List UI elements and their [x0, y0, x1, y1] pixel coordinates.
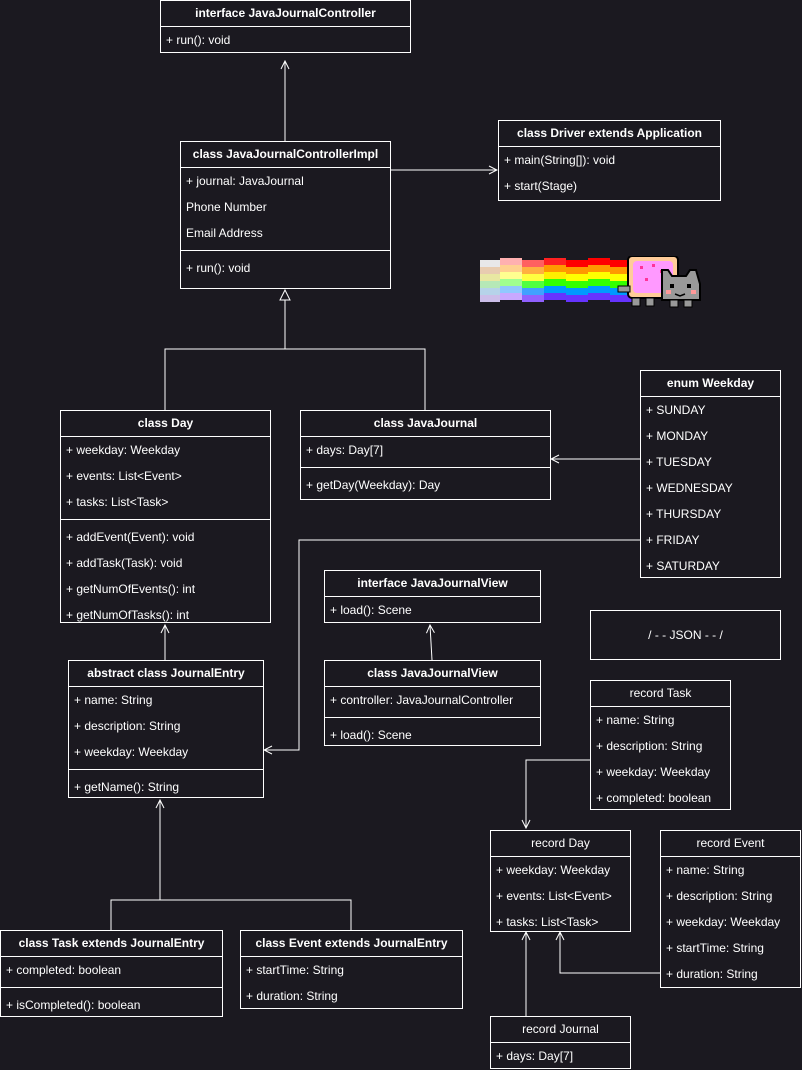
member: + startTime: String [246, 963, 344, 977]
method: + isCompleted(): boolean [6, 998, 141, 1012]
field: + tasks: List<Task> [66, 495, 169, 509]
field: + events: List<Event> [66, 469, 182, 483]
member: + description: String [666, 889, 773, 903]
task-to-entry-line [110, 899, 160, 930]
divider [181, 250, 390, 251]
field: + weekday: Weekday [66, 443, 181, 457]
json-note: / - - JSON - - / [590, 610, 781, 660]
revent-to-rday-arrow [560, 932, 660, 974]
method: + getNumOfEvents(): int [66, 582, 196, 596]
member: + name: String [666, 863, 745, 877]
divider [61, 519, 270, 520]
method: + run(): void [186, 261, 251, 275]
task-class-box: class Task extends JournalEntry + comple… [0, 930, 223, 1017]
event-to-entry-line [160, 899, 352, 930]
member: + days: Day[7] [496, 1049, 574, 1063]
field: + controller: JavaJournalController [330, 693, 514, 707]
method: + getNumOfTasks(): int [66, 608, 190, 622]
controller-interface-box: interface JavaJournalController + run():… [160, 0, 411, 53]
record-day-box: record Day + weekday: Weekday + events: … [490, 830, 631, 932]
class-title: record Event [661, 831, 800, 857]
field: + days: Day[7] [306, 443, 384, 457]
method: + load(): Scene [330, 728, 412, 742]
member: + start(Stage) [504, 179, 578, 193]
member: + weekday: Weekday [596, 765, 711, 779]
member: + startTime: String [666, 941, 764, 955]
class-title: enum Weekday [641, 371, 780, 397]
field: + name: String [74, 693, 153, 707]
member: + tasks: List<Task> [496, 915, 599, 929]
class-title: class JavaJournal [301, 411, 550, 437]
class-title: class Day [61, 411, 270, 437]
enum-value: + SATURDAY [646, 559, 720, 573]
day-class-box: class Day + weekday: Weekday + events: L… [60, 410, 271, 623]
class-title: abstract class JournalEntry [69, 661, 263, 687]
member: + events: List<Event> [496, 889, 612, 903]
class-title: class JavaJournalControllerImpl [181, 142, 390, 168]
member: + weekday: Weekday [496, 863, 611, 877]
view-to-iface-arrow [430, 625, 432, 661]
divider [325, 717, 540, 718]
member: + name: String [596, 713, 675, 727]
field: + completed: boolean [6, 963, 122, 977]
record-journal-box: record Journal + days: Day[7] [490, 1016, 631, 1069]
member: + duration: String [246, 989, 338, 1003]
member: + load(): Scene [330, 603, 412, 617]
class-title: class Task extends JournalEntry [1, 931, 222, 957]
weekday-to-entry-arrow [264, 539, 640, 750]
member: + weekday: Weekday [666, 915, 781, 929]
event-class-box: class Event extends JournalEntry + start… [240, 930, 463, 1009]
method: + getDay(Weekday): Day [306, 478, 441, 492]
field: Phone Number [186, 200, 267, 214]
weekday-enum-box: enum Weekday + SUNDAY + MONDAY + TUESDAY… [640, 370, 781, 578]
driver-box: class Driver extends Application + main(… [498, 120, 721, 201]
member: + main(String[]): void [504, 153, 616, 167]
day-to-impl-line [164, 348, 285, 410]
enum-value: + FRIDAY [646, 533, 700, 547]
field: + journal: JavaJournal [186, 174, 304, 188]
field: + weekday: Weekday [74, 745, 189, 759]
method: + addTask(Task): void [66, 556, 183, 570]
journal-class-box: class JavaJournal + days: Day[7] + getDa… [300, 410, 551, 500]
class-title: record Task [591, 681, 730, 707]
member: + completed: boolean [596, 791, 712, 805]
method: + getName(): String [74, 780, 180, 794]
controller-impl-box: class JavaJournalControllerImpl + journa… [180, 141, 391, 289]
class-title: class Driver extends Application [499, 121, 720, 147]
divider [1, 987, 222, 988]
divider [301, 467, 550, 468]
enum-value: + SUNDAY [646, 403, 706, 417]
field: Email Address [186, 226, 263, 240]
class-title: record Journal [491, 1017, 630, 1043]
enum-value: + MONDAY [646, 429, 709, 443]
class-title: interface JavaJournalController [161, 1, 410, 27]
record-task-box: record Task + name: String + description… [590, 680, 731, 810]
enum-value: + TUESDAY [646, 455, 712, 469]
class-title: class JavaJournalView [325, 661, 540, 687]
journal-to-impl-line [285, 348, 426, 410]
field: + description: String [74, 719, 181, 733]
record-event-box: record Event + name: String + descriptio… [660, 830, 801, 988]
method: + addEvent(Event): void [66, 530, 195, 544]
class-title: class Event extends JournalEntry [241, 931, 462, 957]
rtask-to-rday-arrow [526, 759, 590, 828]
class-title: interface JavaJournalView [325, 571, 540, 597]
class-title: record Day [491, 831, 630, 857]
nyan-cat-icon [480, 256, 701, 308]
journal-entry-box: abstract class JournalEntry + name: Stri… [68, 660, 264, 798]
view-class-box: class JavaJournalView + controller: Java… [324, 660, 541, 746]
member: + run(): void [166, 33, 231, 47]
view-interface-box: interface JavaJournalView + load(): Scen… [324, 570, 541, 623]
enum-value: + WEDNESDAY [646, 481, 733, 495]
member: + description: String [596, 739, 703, 753]
enum-value: + THURSDAY [646, 507, 722, 521]
divider [69, 769, 263, 770]
member: + duration: String [666, 967, 758, 981]
